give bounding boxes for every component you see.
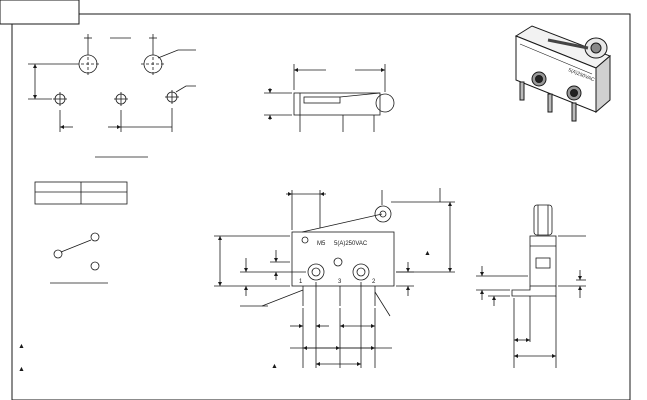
mounting-hole-front-left: [307, 263, 325, 281]
terminal-nc-circle: [90, 261, 100, 271]
circuit-schematic: [50, 232, 108, 284]
top-side-view: [264, 64, 395, 132]
sheet-frame: [0, 0, 631, 400]
terminal-label-2: 2: [372, 279, 376, 285]
note-markers: ▲ ▲ ▲ ▲: [18, 250, 431, 373]
pcb-hole-layout-view: [28, 34, 196, 158]
front-view: [214, 188, 455, 368]
body-marking-left: M5: [317, 241, 326, 247]
roller-iso: [547, 37, 608, 59]
spec-table: [34, 181, 128, 205]
terminal-com-circle: [53, 249, 63, 259]
terminal-hole-2: [165, 90, 179, 104]
note-marker-bottom: ▲: [271, 363, 278, 370]
roller-side: [375, 93, 395, 113]
terminal-hole-3: [114, 92, 128, 106]
note-marker-2: ▲: [18, 366, 25, 373]
roller: [374, 205, 392, 223]
terminal-label-1: 1: [299, 279, 303, 285]
switch-body-outline: [291, 231, 395, 287]
iso-terminals: [519, 81, 577, 122]
front-view-labels: M5 5(A)250VAC 1 3 2: [299, 241, 376, 285]
iso-mounting-holes: [531, 71, 582, 101]
isometric-product-view: 5(A)250VAC: [514, 25, 611, 122]
body-marking-right: 5(A)250VAC: [334, 241, 368, 247]
switch-contact-arm: [60, 239, 92, 253]
mounting-hole-front-right: [352, 263, 370, 281]
mounting-hole-left: [76, 52, 100, 76]
note-marker-front: ▲: [424, 250, 431, 257]
terminal-no-circle: [90, 232, 100, 242]
roller-end-view: [533, 204, 553, 236]
right-side-view: [476, 204, 586, 368]
terminal-hole-1: [53, 92, 67, 106]
mounting-hole-right: [141, 52, 165, 76]
terminal-label-3: 3: [338, 279, 342, 285]
note-marker-1: ▲: [18, 343, 25, 350]
